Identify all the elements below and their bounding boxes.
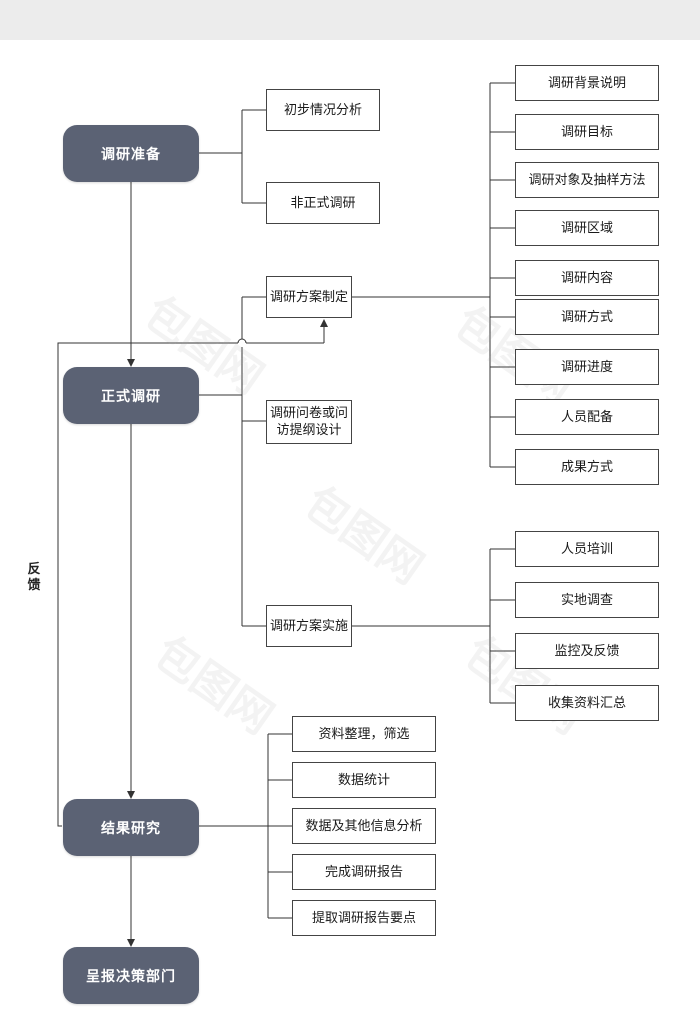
plan-detail: 人员配备 <box>515 399 659 435</box>
plan-detail: 调研对象及抽样方法 <box>515 162 659 198</box>
plan-detail: 成果方式 <box>515 449 659 485</box>
plan-detail: 调研背景说明 <box>515 65 659 101</box>
stage-report: 呈报决策部门 <box>63 947 199 1004</box>
implement-detail: 监控及反馈 <box>515 633 659 669</box>
feedback-label: 反馈 <box>27 562 41 593</box>
plan-detail: 调研进度 <box>515 349 659 385</box>
formal-item-plan: 调研方案制定 <box>266 276 352 318</box>
plan-detail: 调研方式 <box>515 299 659 335</box>
prep-item-informal-survey: 非正式调研 <box>266 182 380 224</box>
stage-formal: 正式调研 <box>63 367 199 424</box>
plan-detail: 调研区域 <box>515 210 659 246</box>
stage-prep: 调研准备 <box>63 125 199 182</box>
top-bar <box>0 0 700 40</box>
formal-item-questionnaire: 调研问卷或问访提纲设计 <box>266 400 352 444</box>
prep-item-initial-analysis: 初步情况分析 <box>266 89 380 131</box>
implement-detail: 人员培训 <box>515 531 659 567</box>
stage-results: 结果研究 <box>63 799 199 856</box>
plan-detail: 调研目标 <box>515 114 659 150</box>
results-item: 完成调研报告 <box>292 854 436 890</box>
implement-detail: 收集资料汇总 <box>515 685 659 721</box>
results-item: 资料整理，筛选 <box>292 716 436 752</box>
results-item: 数据统计 <box>292 762 436 798</box>
results-item: 数据及其他信息分析 <box>292 808 436 844</box>
plan-detail: 调研内容 <box>515 260 659 296</box>
results-item: 提取调研报告要点 <box>292 900 436 936</box>
implement-detail: 实地调查 <box>515 582 659 618</box>
formal-item-implement: 调研方案实施 <box>266 605 352 647</box>
